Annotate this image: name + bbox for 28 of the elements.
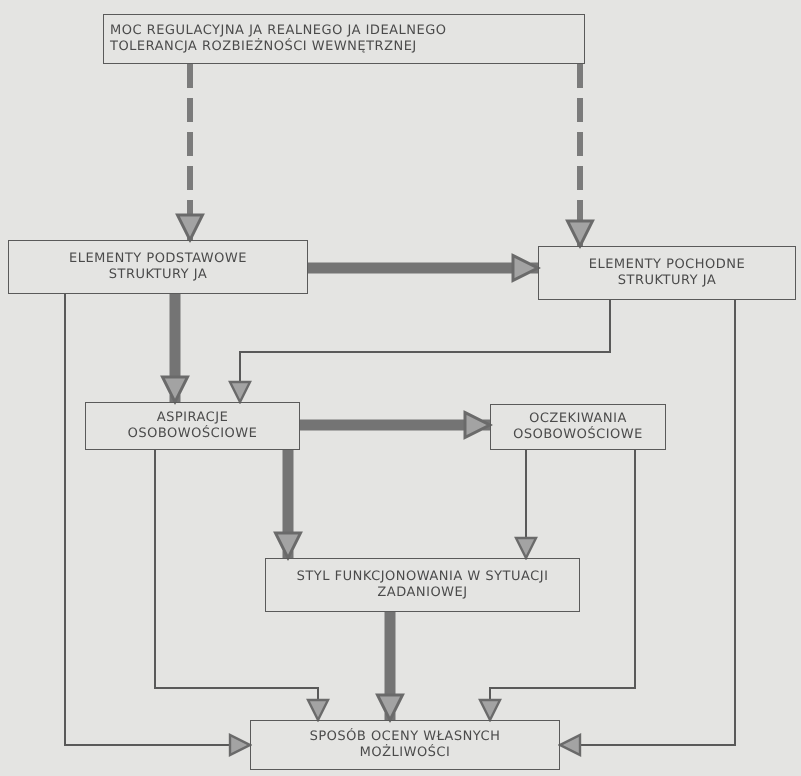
- arrow: [558, 300, 736, 756]
- process-box: [538, 246, 796, 300]
- box-label: ELEMENTY PODSTAWOWE STRUKTURY JA: [68, 251, 248, 283]
- process-box: [265, 558, 580, 612]
- box-label: ELEMENTY POCHODNE STRUKTURY JA: [588, 257, 746, 289]
- process-box: [8, 240, 308, 294]
- box-label: SPOSÓB OCENY WŁASNYCH MOŻLIWOŚCI: [308, 729, 502, 761]
- arrow: [64, 294, 252, 756]
- arrow: [300, 411, 492, 439]
- process-box: [250, 720, 560, 770]
- box-label: MOC REGULACYJNA JA REALNEGO JA IDEALNEGO: [110, 23, 447, 38]
- arrow: [514, 450, 538, 560]
- box-label: STYL FUNKCJONOWANIA W SYTUACJI ZADANIOWEJ: [296, 569, 550, 601]
- arrow: [228, 300, 611, 404]
- arrow: [161, 294, 189, 404]
- arrow: [376, 612, 404, 722]
- box-label: TOLERANCJA ROZBIEŻNOŚCI WEWNĘTRZNEJ: [110, 39, 417, 55]
- process-box: [85, 402, 300, 450]
- arrow: [478, 450, 636, 722]
- arrow: [274, 450, 302, 560]
- arrow: [566, 64, 594, 248]
- arrow: [176, 64, 204, 242]
- arrow: [308, 254, 540, 282]
- box-label: OCZEKIWANIA OSOBOWOŚCIOWE: [512, 411, 644, 443]
- process-box: [103, 14, 585, 64]
- process-box: [490, 404, 666, 450]
- arrow: [154, 450, 330, 722]
- box-label: ASPIRACJE OSOBOWOŚCIOWE: [126, 410, 258, 442]
